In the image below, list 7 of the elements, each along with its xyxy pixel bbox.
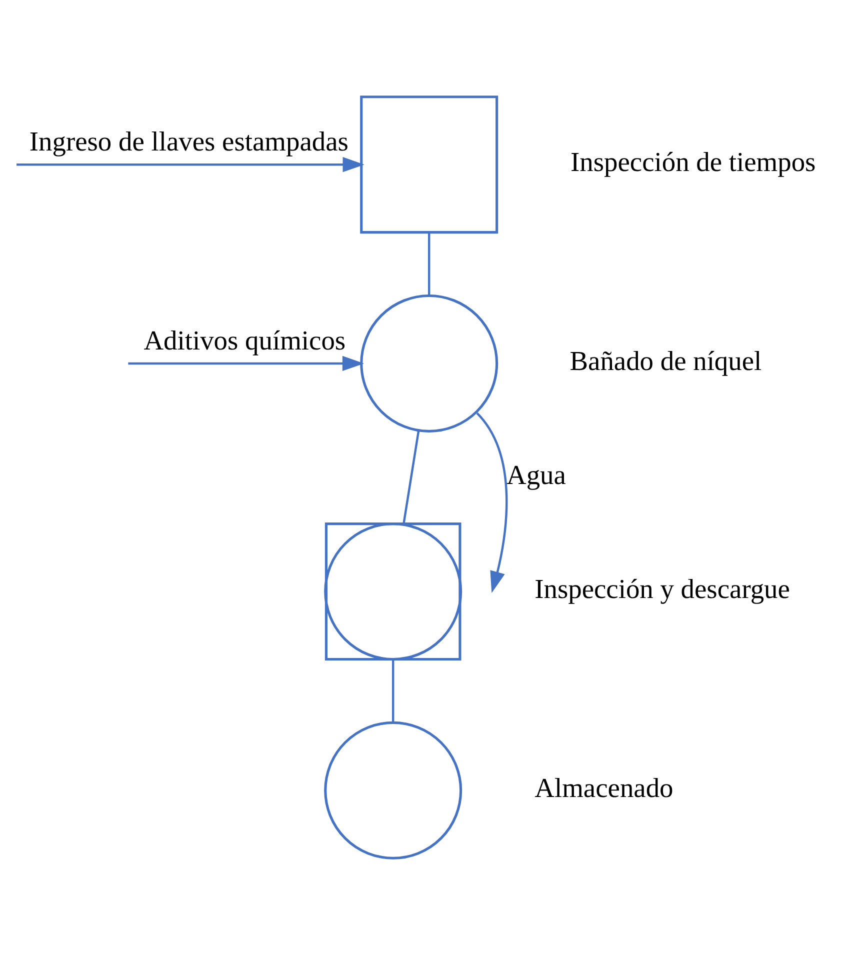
node-label: Inspección y descargue — [534, 574, 790, 604]
node-label: Almacenado — [534, 772, 674, 802]
edge-label: Aditivos químicos — [144, 324, 346, 355]
edge-label: Agua — [506, 460, 566, 490]
edge-label: Ingreso de llaves estampadas — [29, 126, 348, 156]
node-label: Inspección de tiempos — [570, 146, 816, 177]
node-label: Bañado de níquel — [570, 345, 762, 376]
